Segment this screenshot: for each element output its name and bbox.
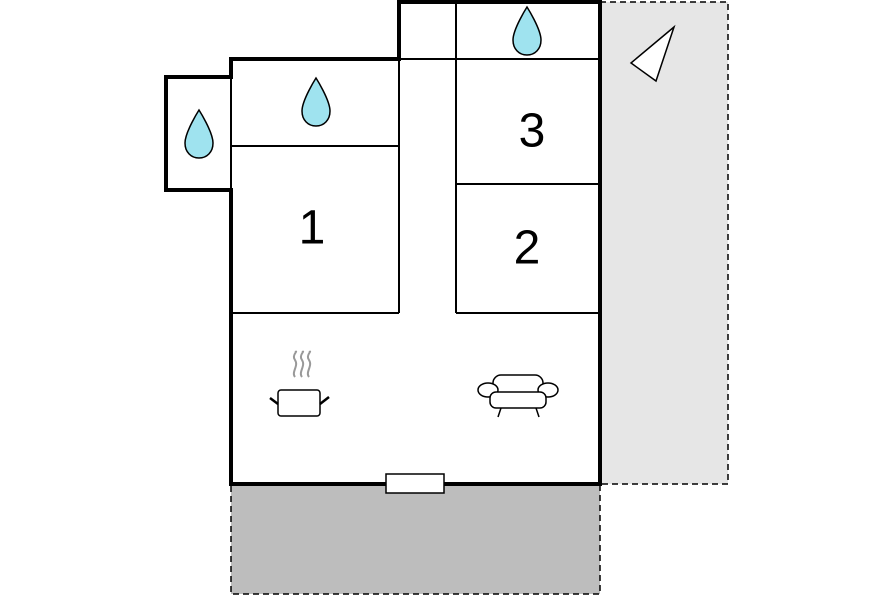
exterior-walls [164,0,602,486]
interior-walls [231,2,600,314]
water-drop-icon [512,5,542,56]
cooking-pot-icon [269,350,330,417]
north-arrow-icon [629,24,676,83]
sofa-icon [477,374,559,418]
room-label-3: 3 [519,105,546,158]
room-label-2: 2 [514,222,541,275]
garden-area [599,1,729,485]
room-label-1: 1 [299,202,326,255]
terrace-area [230,483,601,595]
water-drop-icon [301,76,331,127]
entrance-door [385,473,445,494]
water-drop-icon [184,108,214,159]
